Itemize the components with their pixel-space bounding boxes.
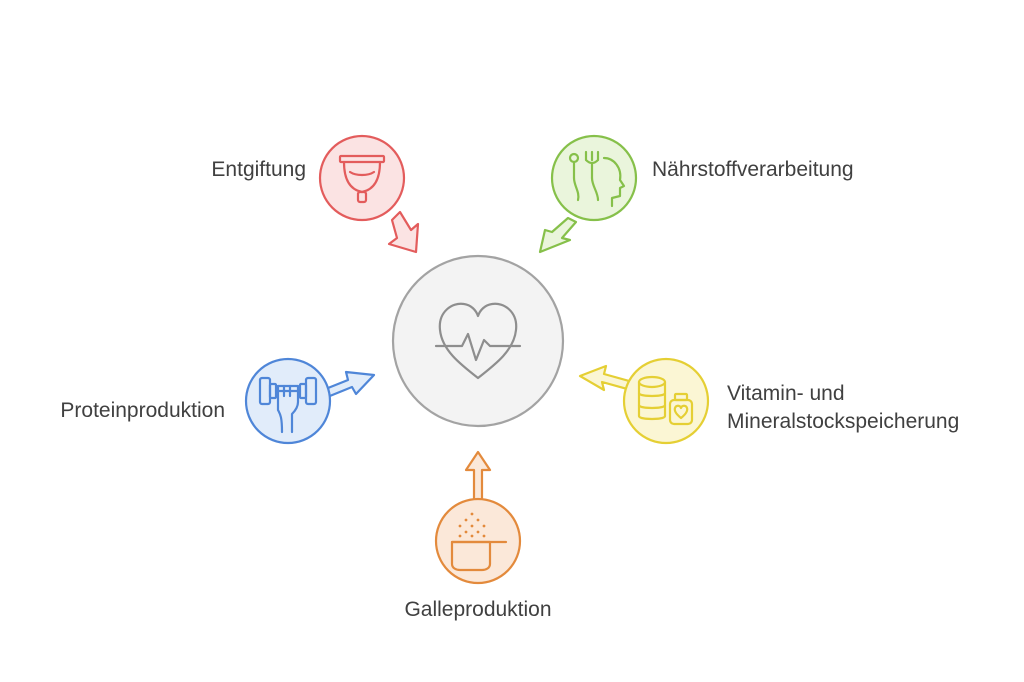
node-entgiftung xyxy=(318,134,420,254)
label-vitamin-line2: Mineralstockspeicherung xyxy=(727,410,960,433)
menstrual-cup-icon xyxy=(338,154,386,204)
heartbeat-icon xyxy=(434,302,522,380)
coins-and-jar-icon xyxy=(637,375,694,426)
label-vitamin-line1: Vitamin- und xyxy=(727,382,845,405)
head-with-cutlery-icon xyxy=(568,150,626,208)
label-naehrstoffverarbeitung: Nährstoffverarbeitung xyxy=(652,158,854,181)
scoop-with-powder-icon xyxy=(450,512,508,572)
center-node xyxy=(391,254,565,428)
label-vitamin-mineralstockspeicherung: Vitamin- und Mineralstockspeicherung xyxy=(727,380,959,436)
node-protein xyxy=(244,357,376,445)
dumbbell-hand-icon xyxy=(258,376,318,434)
arrow-entgiftung xyxy=(387,210,420,254)
arrow-naehrstoff xyxy=(538,216,578,254)
node-naehrstoff xyxy=(538,134,638,254)
label-galleproduktion: Galleproduktion xyxy=(404,598,552,621)
label-proteinproduktion: Proteinproduktion xyxy=(60,399,225,422)
label-entgiftung: Entgiftung xyxy=(211,158,306,181)
node-galle xyxy=(434,450,522,585)
node-vitamin xyxy=(578,357,710,445)
